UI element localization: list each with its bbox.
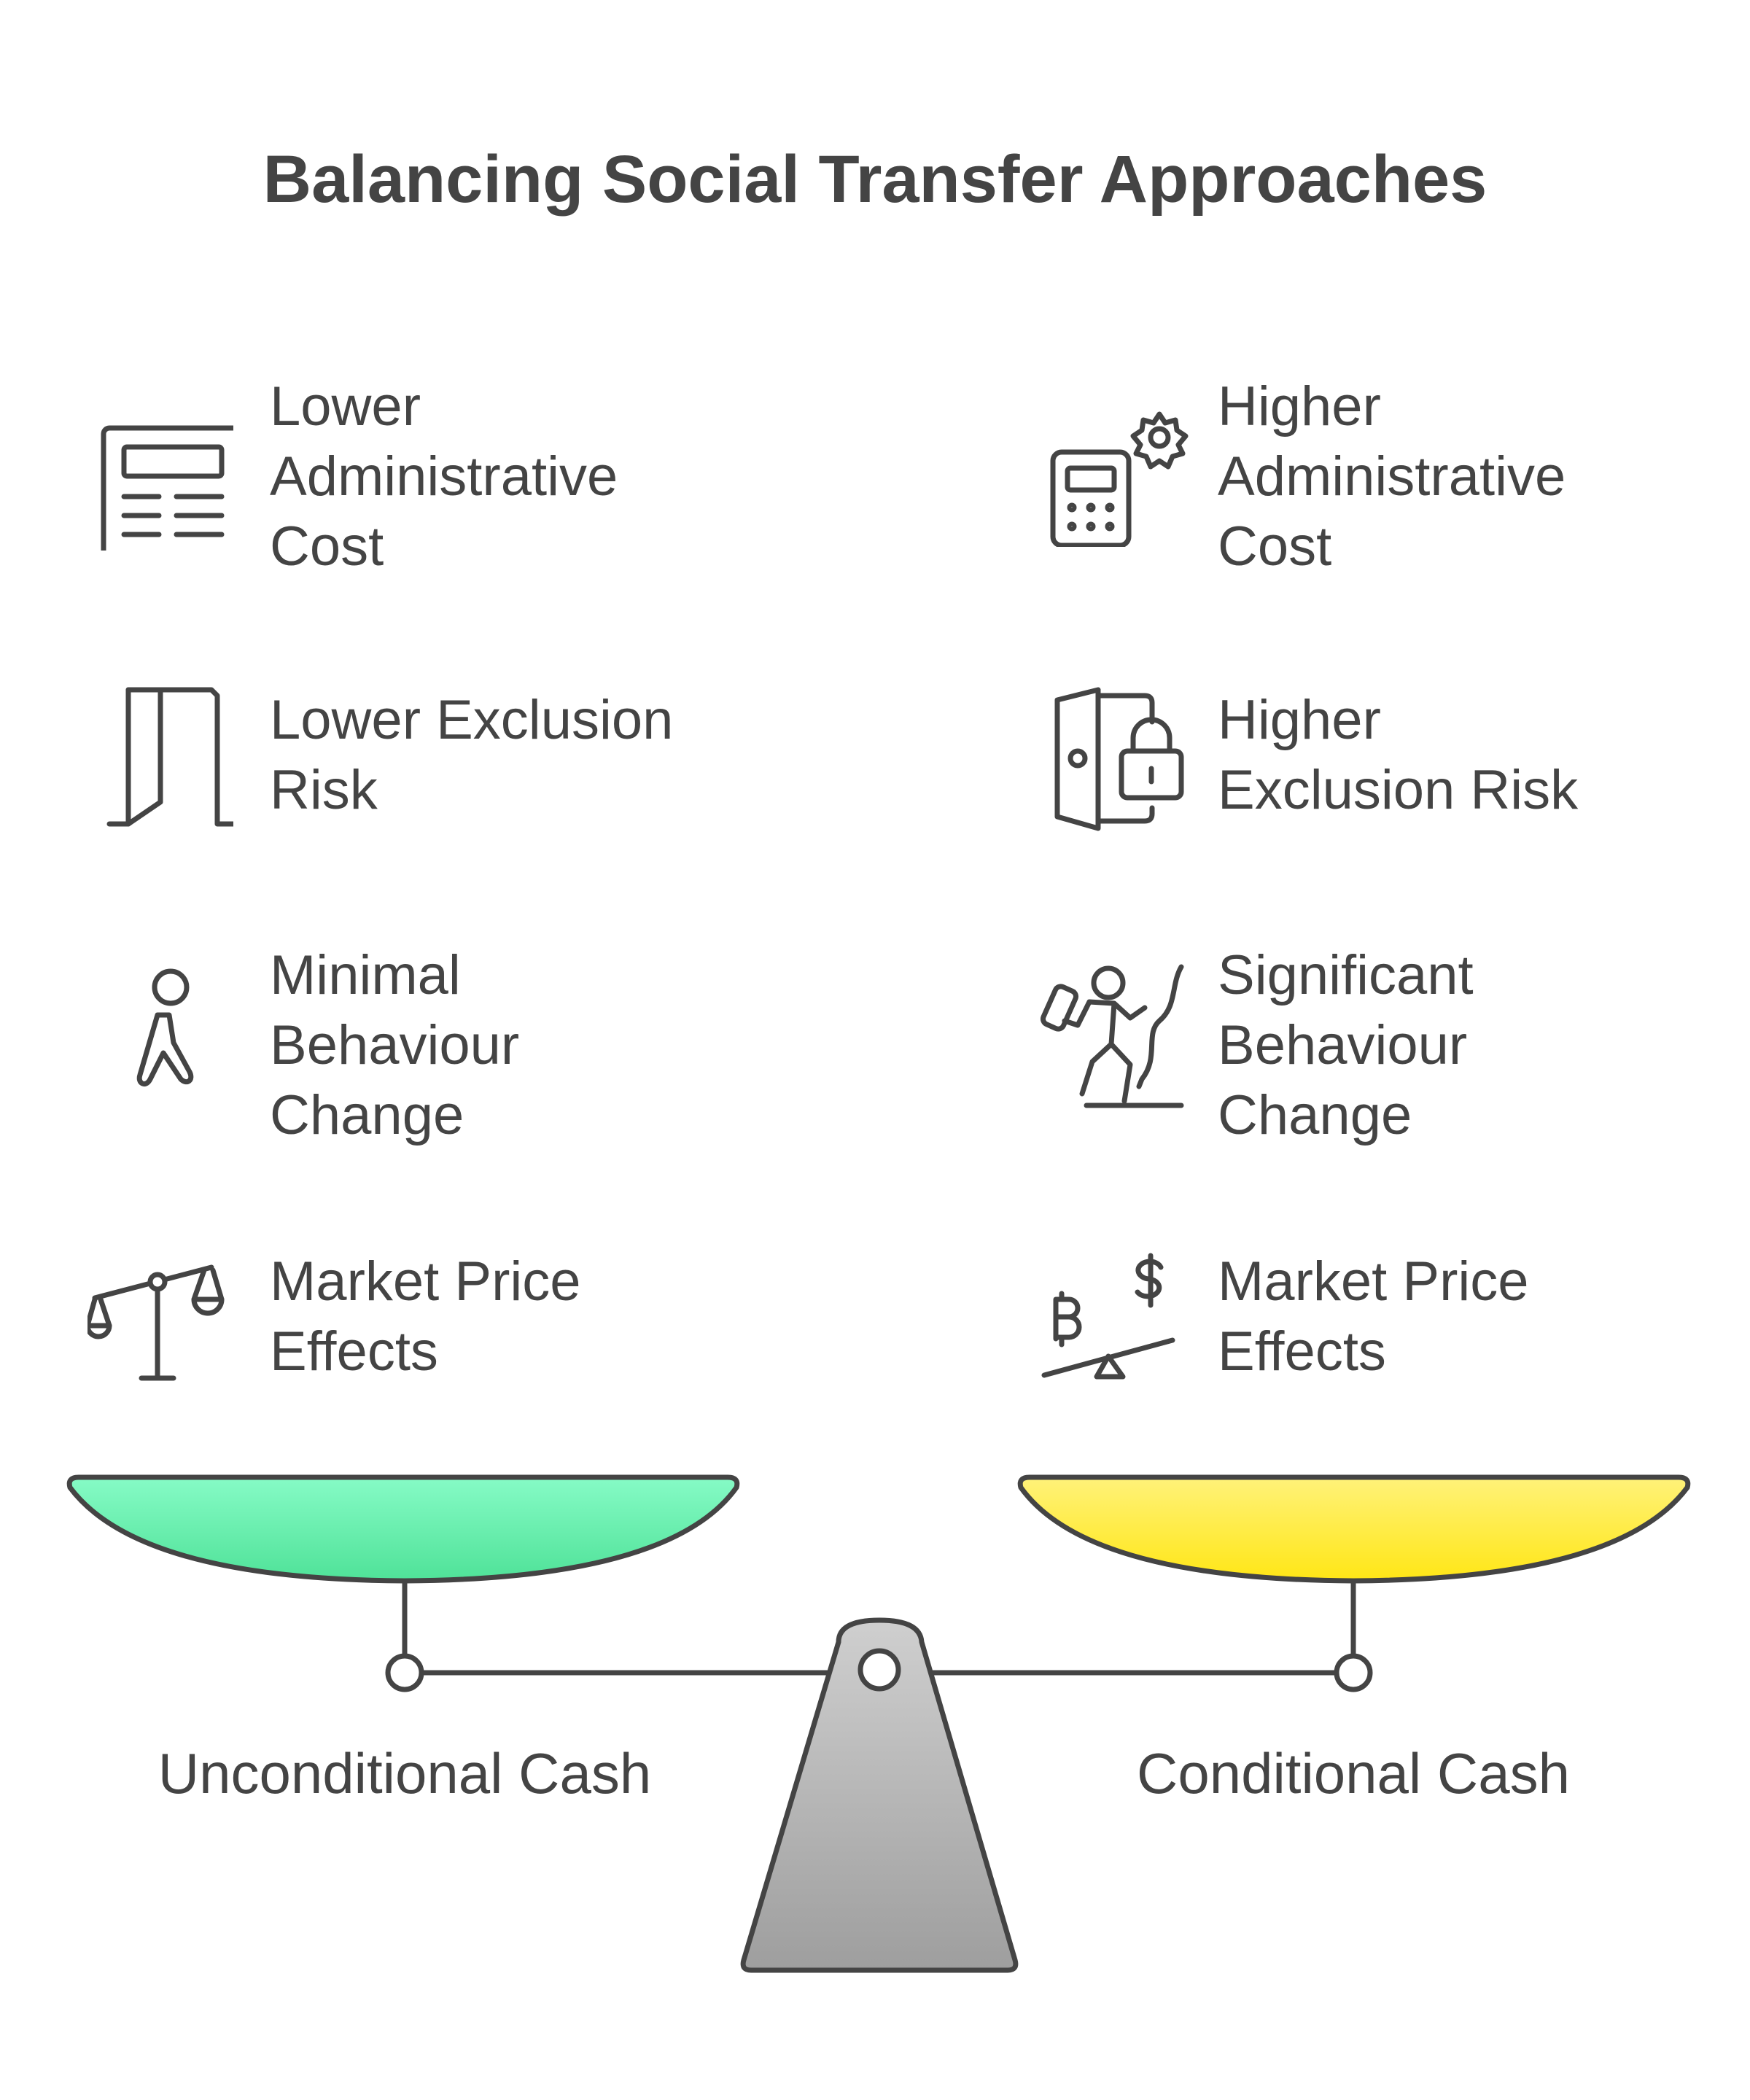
right-item-label: Higher Exclusion Risk [1218, 689, 1579, 821]
open-door-icon [88, 685, 233, 831]
left-item-label: Minimal Behaviour Change [270, 944, 520, 1146]
right-item-exclusion-risk: Higher Exclusion Risk [1021, 685, 1721, 846]
right-item-market-price: Market Price Effects [1021, 1247, 1721, 1407]
locked-door-icon [1035, 685, 1196, 831]
right-pan [1017, 1474, 1691, 1584]
left-item-admin-cost: Lower Administrative Cost [73, 365, 729, 598]
balance-scale-icon [88, 1247, 233, 1393]
right-side-label: Conditional Cash [1136, 1741, 1571, 1805]
left-item-market-price: Market Price Effects [73, 1247, 729, 1407]
scale-fulcrum [740, 1617, 1019, 1973]
right-item-admin-cost: Higher Administrative Cost [1021, 365, 1721, 598]
right-item-behaviour-change: Significant Behaviour Change [1021, 933, 1721, 1167]
walking-person-icon [88, 962, 233, 1123]
right-item-label: Higher Administrative Cost [1218, 376, 1566, 578]
left-item-behaviour-change: Minimal Behaviour Change [73, 933, 729, 1167]
left-item-label: Lower Administrative Cost [270, 376, 618, 578]
left-item-label: Lower Exclusion Risk [270, 689, 674, 821]
currency-seesaw-icon [1035, 1247, 1196, 1393]
form-document-icon [88, 405, 233, 551]
calculator-gear-icon [1035, 401, 1196, 547]
balance-scale-diagram [0, 1458, 1750, 1983]
left-item-label: Market Price Effects [270, 1251, 581, 1382]
climbing-person-icon [1035, 962, 1196, 1123]
left-item-exclusion-risk: Lower Exclusion Risk [73, 685, 729, 846]
left-side-label: Unconditional Cash [158, 1741, 652, 1805]
left-pan [66, 1474, 740, 1584]
right-item-label: Significant Behaviour Change [1218, 944, 1474, 1146]
page-title: Balancing Social Transfer Approaches [262, 142, 1488, 217]
right-item-label: Market Price Effects [1218, 1251, 1529, 1382]
